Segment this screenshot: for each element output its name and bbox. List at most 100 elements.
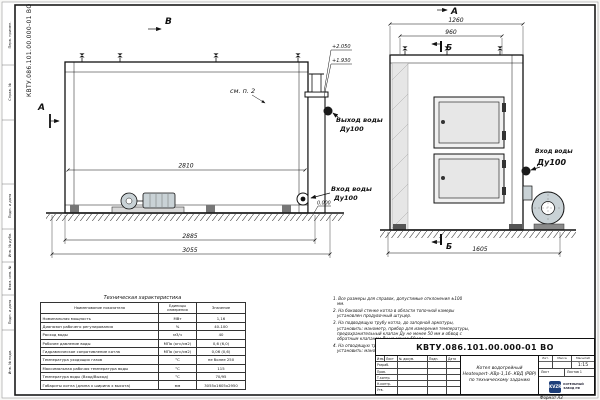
svg-text:960: 960 — [445, 29, 457, 36]
lit-label: Лит. — [539, 356, 552, 362]
tech-table-cell: 115 — [196, 363, 246, 374]
frame-stamp: Подп. и дата — [8, 300, 12, 324]
dimension-1605: 1605 — [386, 232, 562, 257]
doc-number-vertical: КВТУ.086.101.00.000-01 ВО — [26, 4, 33, 97]
title-block-doc-number: КВТУ.086.101.00.000-01 ВО — [376, 339, 594, 356]
tech-table-cell: °С — [158, 371, 197, 382]
svg-text:Б: Б — [446, 242, 452, 251]
tech-table-cell: 1,16 — [196, 313, 246, 323]
svg-text:3055: 3055 — [182, 247, 197, 254]
side-view: 2810 — [37, 17, 383, 258]
product-name-line: по техническому заданию — [468, 377, 531, 383]
svg-text:Ду100: Ду100 — [339, 125, 364, 133]
tech-table-row: Диапазон рабочего регулирования%40-100 — [40, 321, 246, 332]
svg-text:А: А — [450, 7, 458, 17]
pump-motor — [111, 192, 185, 214]
section-mark-a-side: А — [37, 103, 60, 128]
dimension-1260: 1260 — [388, 17, 525, 54]
tb-col-header: Дата — [448, 357, 457, 361]
tech-table-cell: Диапазон рабочего регулирования — [40, 321, 159, 332]
note-item: 2. На боковой стенке котла в области топ… — [333, 308, 455, 319]
title-block: КВТУ.086.101.00.000-01 ВО Изм. Лист № до… — [375, 338, 595, 395]
front-view: Вход воды Ду100 1260 960 — [380, 7, 576, 257]
outlet-label: Выход воды Ду100 — [332, 112, 383, 133]
sheet-label: Лист — [539, 369, 565, 376]
support-pad — [70, 205, 79, 213]
tech-table-header: Наименование показателя — [40, 301, 159, 315]
leg — [509, 224, 522, 230]
tb-col-header: Изм. — [377, 356, 385, 362]
tb-col-header: Лист — [385, 356, 398, 362]
tb-row-label: Разраб. — [376, 362, 398, 368]
inlet-flange-front — [521, 166, 531, 176]
tech-table-cell: 3055х1605х2950 — [196, 380, 246, 390]
tech-table-cell: МВт — [158, 313, 197, 323]
svg-text:2885: 2885 — [182, 233, 197, 240]
sheets-label: Листов 1 — [567, 370, 582, 374]
elevation-zero: 0.000 — [317, 201, 331, 207]
tb-col-header: № докум. — [398, 356, 428, 362]
svg-text:+1.930: +1.930 — [332, 58, 351, 64]
note-item: 1. Все размеры для справок, допустимые о… — [333, 296, 463, 307]
product-name-line: Heatexpert-.КВр-1,16-.КВД (РВР) — [462, 372, 537, 378]
frame-stamp: Взам. инв. № — [8, 266, 12, 291]
tech-table-cell: Расход воды — [40, 330, 159, 340]
tech-table-cell: °С — [158, 363, 197, 374]
support-pad — [282, 205, 291, 213]
inlet-label-side: Вход воды Ду100 — [310, 185, 372, 202]
section-mark-b-bottom: Б — [431, 234, 452, 251]
frame-stamp: Подп. и дата — [8, 194, 12, 218]
mass-label: Масса — [553, 356, 571, 362]
tech-table-cell: МПа (кгс/см2) — [158, 346, 197, 357]
svg-text:1605: 1605 — [472, 246, 487, 253]
tb-row-label: Пров. — [376, 368, 398, 374]
dimension-2885: 2885 — [63, 215, 317, 244]
tech-table-header: Значение — [196, 301, 246, 315]
draft-fan — [522, 185, 565, 231]
svg-text:см. п. 2: см. п. 2 — [230, 87, 255, 95]
frame-stamp: Инв. № подл. — [8, 350, 12, 375]
tech-table-cell: 0,6 (6,0) — [196, 338, 246, 348]
frame-stamp: Перв. примен. — [8, 22, 12, 49]
svg-text:Ду100: Ду100 — [536, 158, 566, 167]
dimension-2810: 2810 — [66, 163, 307, 172]
scale-label: Масштаб — [572, 356, 594, 362]
tech-table-cell: % — [158, 321, 197, 332]
support-pad — [206, 205, 215, 213]
scale-value: 1:15 — [577, 362, 589, 368]
view-mark-a-front: А — [437, 7, 458, 17]
svg-text:1260: 1260 — [448, 17, 463, 24]
tech-table-cell: 40-100 — [196, 321, 246, 332]
tb-row-label: Т.контр. — [376, 374, 398, 381]
tech-table-cell: Максимальная рабочая температура воды — [40, 363, 159, 374]
tech-table-header: Единицы измерения — [158, 301, 197, 315]
tb-row-label: Н.контр. — [376, 381, 398, 387]
tech-table-cell: МПа (кгс/см2) — [158, 338, 197, 348]
frame-stamp: Справ. № — [8, 83, 12, 101]
elevation-marks: +2.050 +1.930 — [323, 44, 352, 98]
tech-table-cell: Температура уходящих газов — [40, 355, 159, 365]
svg-text:Вход воды: Вход воды — [535, 148, 573, 155]
frame-stamp: Инв. № дубл. — [8, 233, 12, 258]
tech-table-cell: 40 — [196, 330, 246, 340]
inlet-label-front: Вход воды Ду100 — [530, 148, 573, 171]
svg-text:Вход воды: Вход воды — [331, 185, 372, 193]
tech-table-cell: Рабочее давление воды — [40, 338, 159, 348]
leg — [393, 224, 406, 230]
title-block-right: Лит. Масса Масштаб 1:15 Лист Листов 1 KV… — [539, 356, 594, 394]
tech-table-row: Габариты котла (длина х ширина х высота)… — [40, 380, 246, 390]
svg-text:А: А — [37, 103, 45, 113]
door-lower — [433, 153, 506, 204]
title-block-signatures: Изм. Лист № докум. Подп. Дата Разраб. Пр… — [376, 356, 461, 394]
section-mark-b-top: Б — [431, 41, 452, 52]
see-note-label: см. п. 2 — [230, 87, 266, 104]
product-name: Котел водогрейный Heatexpert-.КВр-1,16-.… — [461, 356, 539, 394]
product-name-line: Котел водогрейный — [476, 366, 523, 372]
svg-text:Б: Б — [446, 43, 452, 52]
tech-table-cell: 0,06 (0,6) — [196, 346, 246, 357]
